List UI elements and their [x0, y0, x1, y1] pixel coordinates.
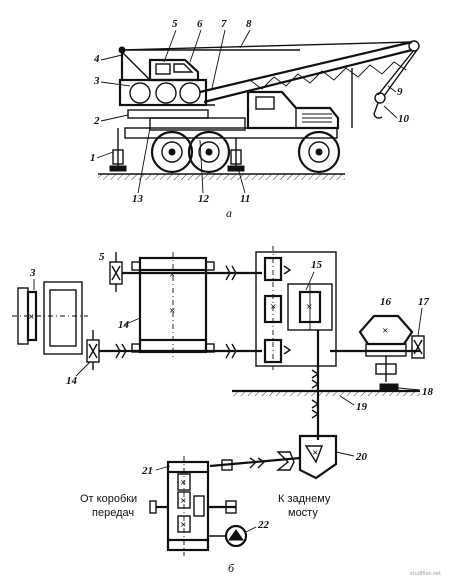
callout-bottom-6: 16	[380, 296, 392, 308]
operator-cab	[148, 58, 200, 82]
slewing-unit-16: ×	[358, 314, 414, 382]
callout-top-9: 9	[397, 86, 403, 98]
callout-top-2: 2	[93, 115, 100, 127]
svg-text:×: ×	[312, 447, 318, 459]
callout-top-4: 4	[93, 53, 100, 65]
callout-bottom-4: 14	[118, 319, 130, 331]
outrigger-front	[227, 138, 245, 172]
svg-text:×: ×	[180, 495, 186, 507]
callout-bottom-3: 14	[66, 375, 78, 387]
subfigure-label-b: б	[228, 561, 235, 575]
brake-14-upper	[109, 252, 123, 292]
turntable	[127, 109, 209, 119]
callout-top-5: 5	[172, 18, 178, 30]
callout-bottom-10: 20	[355, 451, 368, 463]
callout-bottom-2: 5	[99, 251, 105, 263]
callout-top-13: 13	[132, 193, 144, 205]
callout-bottom-7: 17	[418, 296, 430, 308]
brake-17	[411, 335, 425, 359]
boom	[199, 40, 413, 104]
caption-from-gearbox-1: От коробки	[80, 493, 137, 505]
caption-rear-axle-2: мосту	[288, 507, 318, 519]
callout-bottom-1: 3	[29, 267, 36, 279]
pump-22	[224, 524, 248, 548]
drum-3: ×	[12, 281, 88, 355]
gearbox-20: ×	[298, 434, 338, 480]
transfer-case-21: × × ×	[166, 456, 210, 556]
callout-bottom-8: 18	[422, 386, 434, 398]
callout-bottom-9: 19	[356, 401, 368, 413]
callout-top-12: 12	[198, 193, 210, 205]
brake-14-lower	[86, 330, 100, 370]
subfigure-label-a: а	[226, 206, 232, 220]
svg-text:×: ×	[180, 519, 186, 531]
callout-top-11: 11	[240, 193, 250, 205]
svg-text:×: ×	[382, 325, 388, 337]
callout-top-7: 7	[221, 18, 227, 30]
watermark: studfiles.net	[410, 571, 441, 577]
outrigger-rear	[109, 128, 127, 172]
callout-bottom-11: 21	[141, 465, 153, 477]
svg-text:×: ×	[306, 301, 312, 313]
truck-cab	[246, 90, 340, 130]
callout-top-6: 6	[197, 18, 203, 30]
caption-from-gearbox-2: передач	[92, 507, 134, 519]
svg-text:×: ×	[169, 269, 175, 281]
middle-wheel	[187, 130, 231, 174]
svg-text:×: ×	[169, 305, 175, 317]
bottom-figure-labels: 3 5 14 14 15 16 17 18 19 20 21 22 От кор…	[29, 251, 441, 577]
top-figure-labels: 1 2 3 4 5 6 7 8 9 10 11 12 13 а	[90, 18, 410, 220]
callout-top-3: 3	[93, 75, 100, 87]
callout-top-8: 8	[246, 18, 252, 30]
platform-19	[232, 383, 420, 396]
truck-crane-side-view	[98, 40, 420, 180]
callout-bottom-5: 15	[311, 259, 323, 271]
callout-top-1: 1	[90, 152, 96, 164]
callout-bottom-12: 22	[257, 519, 270, 531]
svg-text:×: ×	[180, 477, 186, 489]
svg-text:×: ×	[270, 301, 276, 313]
kinematic-scheme: ×	[12, 246, 425, 556]
rear-wheel	[150, 130, 194, 174]
callout-top-10: 10	[398, 113, 410, 125]
gear-block-15: × ×	[255, 246, 337, 370]
front-wheel	[297, 130, 341, 174]
gearbox-5: × ×	[131, 252, 215, 358]
caption-rear-axle-1: К заднему	[278, 493, 331, 505]
svg-text:×: ×	[28, 311, 34, 323]
